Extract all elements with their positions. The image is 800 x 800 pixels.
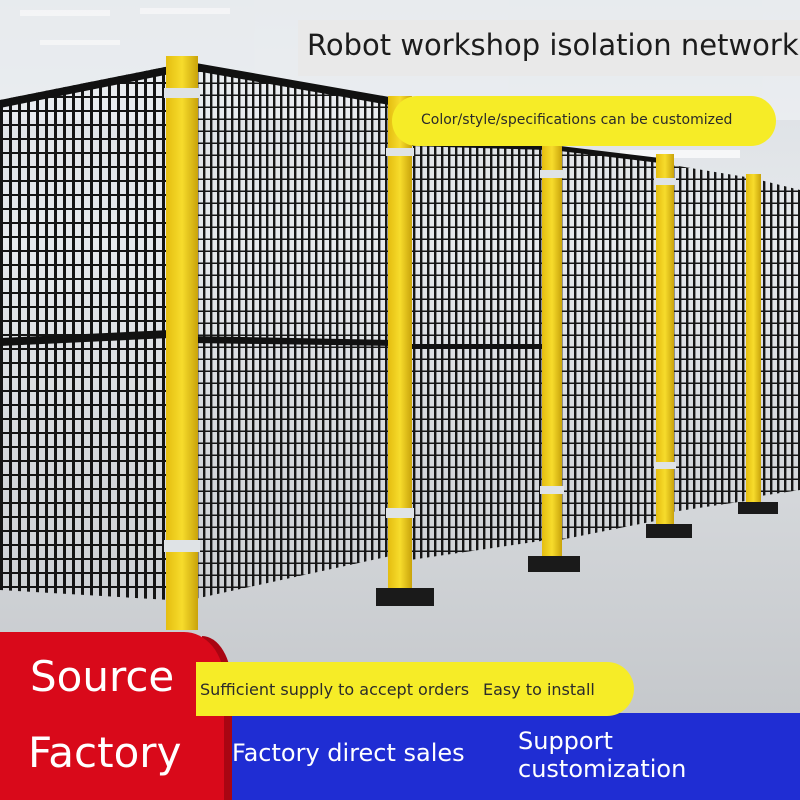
customize-badge <box>392 96 776 146</box>
customize-badge-label: Color/style/specifications can be custom… <box>421 112 733 128</box>
source-factory-panel <box>0 632 224 800</box>
fence-posts <box>164 56 778 630</box>
direct-sales-feature: Factory direct sales <box>232 739 465 767</box>
fence-panel-side <box>190 66 395 600</box>
features-bar <box>216 713 800 800</box>
features-yellow-strip <box>196 662 634 716</box>
page-title: Robot workshop isolation network <box>307 28 799 62</box>
title-box <box>298 20 800 76</box>
source-label: Source <box>30 652 175 701</box>
support-line2: customization <box>518 755 687 783</box>
install-feature: Easy to install <box>483 680 595 699</box>
support-line1: Support <box>518 727 613 755</box>
fence-panel-front <box>0 66 170 600</box>
factory-label: Factory <box>28 728 182 777</box>
support-customization-feature: Support customization <box>518 727 686 783</box>
supply-feature: Sufficient supply to accept orders <box>200 680 470 699</box>
